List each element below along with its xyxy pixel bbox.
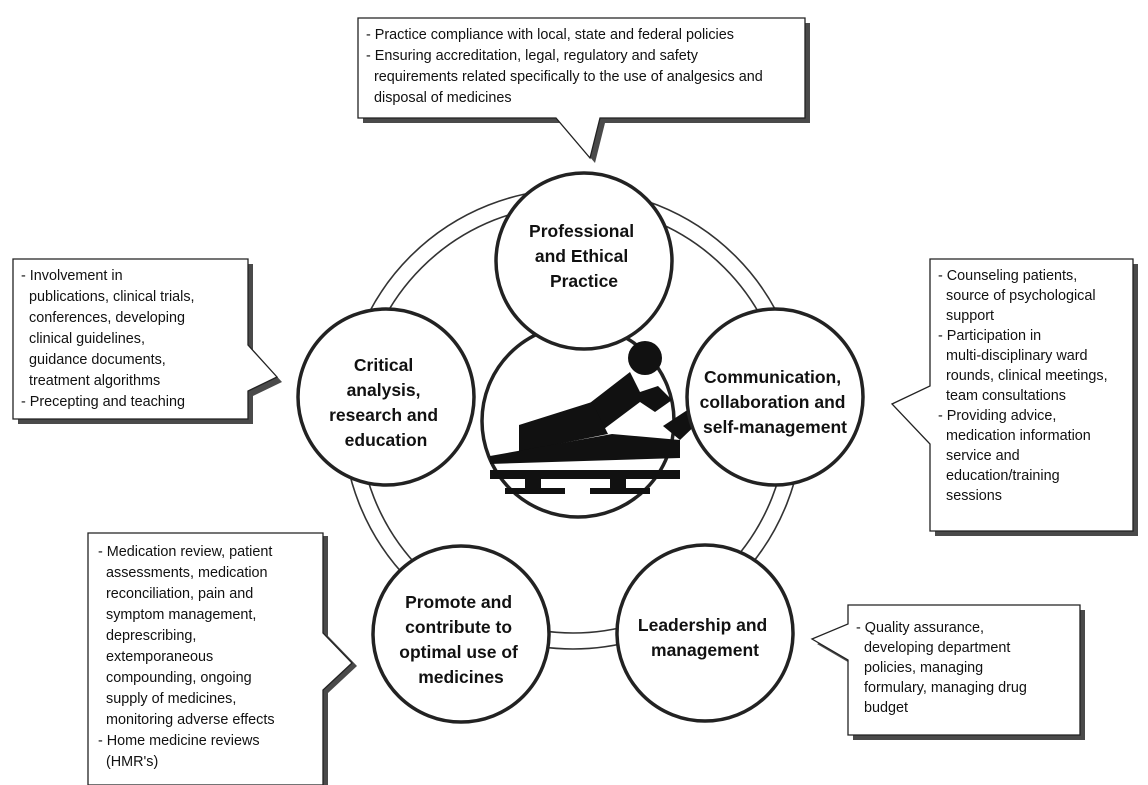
callout-line: (HMR's) bbox=[98, 754, 158, 770]
callout-line: multi-disciplinary ward bbox=[938, 348, 1088, 364]
callout-top-text: - Practice compliance with local, state … bbox=[366, 27, 767, 106]
node-label: Communication, collaboration and self-ma… bbox=[700, 367, 851, 437]
callout-line: conferences, developing bbox=[21, 310, 185, 326]
callout-line: assessments, medication bbox=[98, 565, 268, 581]
callout-right-text: - Counseling patients, source of psychol… bbox=[938, 268, 1112, 504]
node-label-line: analysis, bbox=[347, 380, 421, 400]
node-label-line: self-management bbox=[703, 417, 847, 437]
callout-line: formulary, managing drug bbox=[856, 680, 1027, 696]
callout-line: service and bbox=[938, 448, 1020, 464]
callout-line: - Home medicine reviews bbox=[98, 733, 260, 749]
callout-line: - Precepting and teaching bbox=[21, 394, 185, 410]
node-label-line: Communication, bbox=[704, 367, 841, 387]
callout-line: compounding, ongoing bbox=[98, 670, 252, 686]
callout-line: disposal of medicines bbox=[366, 90, 512, 106]
node-label-line: research and bbox=[329, 405, 438, 425]
node-label-line: management bbox=[651, 640, 759, 660]
node-communication: Communication, collaboration and self-ma… bbox=[685, 307, 865, 487]
callout-line: policies, managing bbox=[856, 660, 983, 676]
callout-line: reconciliation, pain and bbox=[98, 586, 253, 602]
node-label: Promote and contribute to optimal use of… bbox=[399, 592, 523, 687]
callout-line: symptom management, bbox=[98, 607, 256, 623]
callout-line: - Counseling patients, bbox=[938, 268, 1077, 284]
callout-line: - Involvement in bbox=[21, 268, 123, 284]
center-circle bbox=[480, 323, 703, 519]
callout-line: developing department bbox=[856, 640, 1010, 656]
node-label-line: optimal use of bbox=[399, 642, 518, 662]
callout-line: sessions bbox=[938, 488, 1002, 504]
callout-line: requirements related specifically to the… bbox=[366, 69, 763, 85]
callout-line: clinical guidelines, bbox=[21, 331, 145, 347]
callout-line: - Providing advice, bbox=[938, 408, 1056, 424]
callout-line: - Quality assurance, bbox=[856, 620, 984, 636]
callout-line: monitoring adverse effects bbox=[98, 712, 275, 728]
node-label-line: contribute to bbox=[405, 617, 512, 637]
node-label-line: Promote and bbox=[405, 592, 512, 612]
callout-top: - Practice compliance with local, state … bbox=[357, 17, 810, 163]
callout-line: budget bbox=[856, 700, 908, 716]
callout-bottom-right: - Quality assurance, developing departme… bbox=[810, 604, 1085, 740]
callout-left: - Involvement in publications, clinical … bbox=[12, 258, 282, 424]
callout-left-text: - Involvement in publications, clinical … bbox=[21, 268, 199, 410]
node-leadership-management: Leadership and management bbox=[615, 543, 795, 723]
node-label-line: collaboration and bbox=[700, 392, 846, 412]
callout-line: guidance documents, bbox=[21, 352, 166, 368]
callout-line: - Ensuring accreditation, legal, regulat… bbox=[366, 48, 699, 64]
node-label-line: and Ethical bbox=[535, 246, 628, 266]
callout-bottom-left: - Medication review, patient assessments… bbox=[87, 532, 357, 785]
callout-right: - Counseling patients, source of psychol… bbox=[890, 258, 1138, 536]
callout-line: publications, clinical trials, bbox=[21, 289, 195, 305]
callout-bottom-right-text: - Quality assurance, developing departme… bbox=[856, 620, 1031, 716]
callout-line: source of psychological bbox=[938, 288, 1096, 304]
callout-line: team consultations bbox=[938, 388, 1066, 404]
node-label: Leadership and management bbox=[638, 615, 772, 660]
node-label-line: education bbox=[345, 430, 428, 450]
callout-line: - Medication review, patient bbox=[98, 544, 272, 560]
callout-line: deprescribing, bbox=[98, 628, 196, 644]
callout-line: - Participation in bbox=[938, 328, 1041, 344]
node-label-line: medicines bbox=[418, 667, 504, 687]
node-label: Professional and Ethical Practice bbox=[529, 221, 639, 291]
callout-line: medication information bbox=[938, 428, 1091, 444]
callout-line: treatment algorithms bbox=[21, 373, 160, 389]
callout-bottom-left-text: - Medication review, patient assessments… bbox=[98, 544, 279, 770]
callout-line: supply of medicines, bbox=[98, 691, 236, 707]
node-label-line: Practice bbox=[550, 271, 618, 291]
node-label-line: Critical bbox=[354, 355, 413, 375]
patient-in-hospital-bed-icon bbox=[490, 341, 703, 494]
node-optimal-use-of-medicines: Promote and contribute to optimal use of… bbox=[371, 544, 551, 724]
node-professional-ethical-practice: Professional and Ethical Practice bbox=[494, 171, 674, 351]
callout-line: rounds, clinical meetings, bbox=[938, 368, 1108, 384]
node-label-line: Leadership and bbox=[638, 615, 767, 635]
node-label: Critical analysis, research and educatio… bbox=[329, 355, 443, 450]
callout-line: - Practice compliance with local, state … bbox=[366, 27, 734, 43]
node-label-line: Professional bbox=[529, 221, 634, 241]
callout-line: education/training bbox=[938, 468, 1060, 484]
callout-line: support bbox=[938, 308, 994, 324]
node-critical-analysis: Critical analysis, research and educatio… bbox=[296, 307, 476, 487]
callout-line: extemporaneous bbox=[98, 649, 213, 665]
